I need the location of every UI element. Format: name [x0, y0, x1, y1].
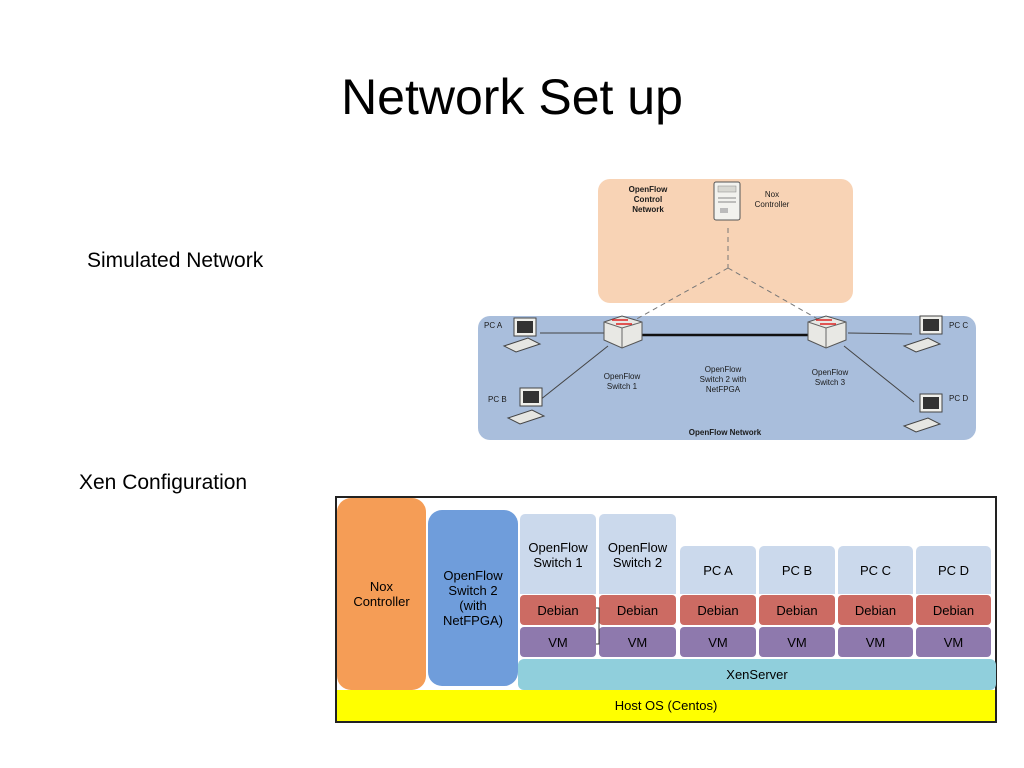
vm-block: VM [838, 627, 913, 657]
switch3-icon [807, 315, 847, 349]
vm-block: VM [916, 627, 991, 657]
vm-name-pc-d: PC D [916, 546, 991, 594]
pc-d-icon [902, 393, 943, 433]
control-link-switch3 [727, 267, 831, 327]
debian-block: Debian [520, 595, 596, 625]
vm-name-openflow-switch2: OpenFlow Switch 2 [599, 514, 676, 594]
vm-block: VM [680, 627, 756, 657]
openflow-switch2-netfpga-block: OpenFlow Switch 2 (with NetFPGA) [428, 510, 518, 686]
debian-block: Debian [916, 595, 991, 625]
vm-name-pc-c: PC C [838, 546, 913, 594]
vm-block: VM [520, 627, 596, 657]
switch3-label: OpenFlow Switch 3 [811, 368, 849, 387]
vm-name-openflow-switch1: OpenFlow Switch 1 [520, 514, 596, 594]
pc-a-icon [502, 317, 542, 353]
pc-a-label: PC A [484, 321, 503, 330]
nox-controller-block: Nox Controller [337, 498, 426, 690]
xenserver-layer: XenServer [518, 659, 996, 690]
pcb-link [539, 345, 609, 401]
openflow-network-label: OpenFlow Network [688, 428, 762, 437]
debian-block: Debian [599, 595, 676, 625]
server-icon [713, 181, 741, 221]
pc-b-icon [506, 387, 546, 425]
pc-c-label: PC C [949, 321, 969, 330]
pcd-link [843, 345, 915, 403]
vm-name-pc-a: PC A [680, 546, 756, 594]
control-network-label: OpenFlow Control Network [628, 185, 668, 214]
debian-block: Debian [680, 595, 756, 625]
pcc-link [847, 332, 913, 335]
debian-block: Debian [759, 595, 835, 625]
switch1-icon [603, 315, 643, 349]
switch-vm-bracket [596, 607, 600, 645]
vm-block: VM [759, 627, 835, 657]
simulated-network-heading: Simulated Network [87, 249, 264, 272]
vm-name-pc-b: PC B [759, 546, 835, 594]
pc-b-label: PC B [488, 395, 507, 404]
openflow-network-area [478, 316, 976, 440]
debian-block: Debian [838, 595, 913, 625]
control-link-switch1 [623, 267, 729, 327]
slide-title: Network Set up [341, 69, 683, 125]
vm-block: VM [599, 627, 676, 657]
switch1-label: OpenFlow Switch 1 [603, 372, 641, 391]
switch2-label: OpenFlow Switch 2 with NetFPGA [699, 365, 747, 394]
controller-label: Nox Controller [754, 190, 790, 209]
pc-c-icon [902, 315, 943, 353]
pc-d-label: PC D [949, 394, 969, 403]
host-os-layer: Host OS (Centos) [337, 690, 995, 721]
xen-configuration-heading: Xen Configuration [79, 471, 248, 494]
